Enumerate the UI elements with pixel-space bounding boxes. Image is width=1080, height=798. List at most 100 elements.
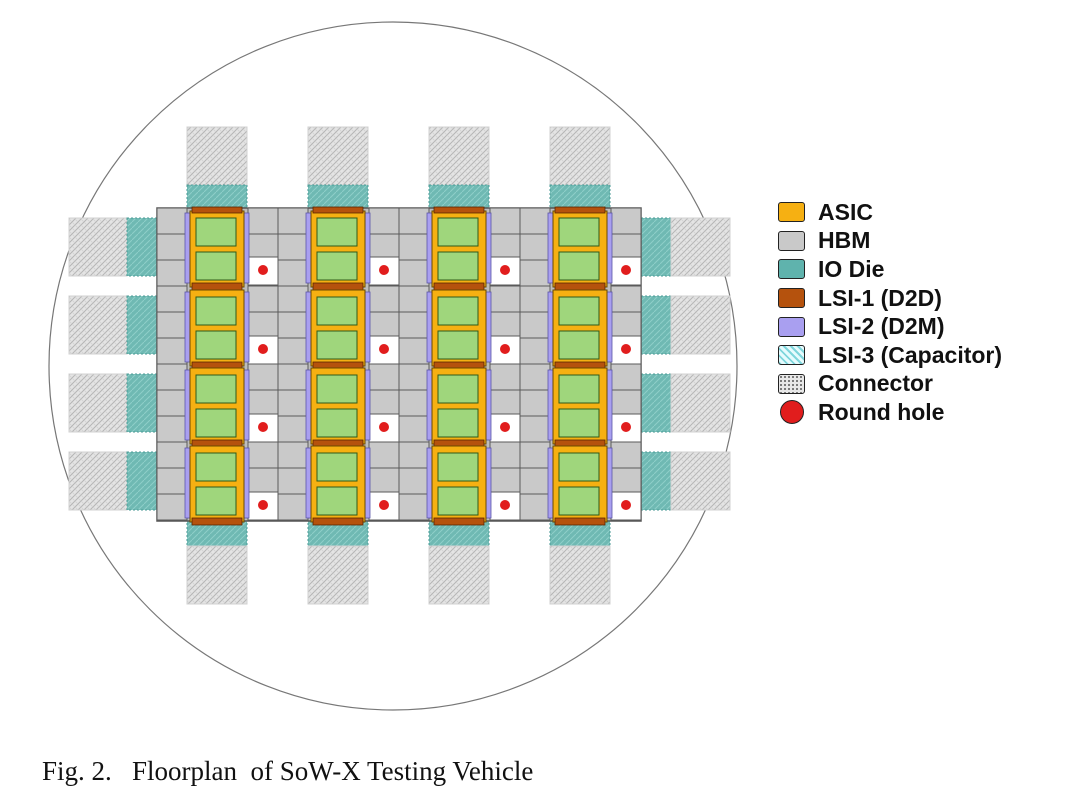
hbm-tile [519, 233, 551, 261]
hbm-tile [519, 441, 551, 469]
connector [670, 373, 731, 433]
legend-label: HBM [818, 227, 871, 254]
connector-swatch [778, 373, 805, 394]
hbm-tile [156, 493, 188, 521]
round-hole [379, 422, 389, 432]
lsi-1-bridge [554, 206, 606, 214]
hbm-tile [277, 233, 309, 261]
lsi-1-bridge [433, 282, 485, 291]
hbm-tile [519, 285, 551, 313]
connector [307, 126, 369, 186]
hbm-tile [489, 285, 521, 313]
round-hole [258, 422, 268, 432]
hbm-tile [519, 389, 551, 417]
round-hole [621, 344, 631, 354]
hbm-tile [368, 467, 400, 495]
connector [68, 217, 128, 277]
asic-compute-block [195, 251, 237, 281]
hbm-tile [277, 389, 309, 417]
asic-compute-block [558, 296, 600, 326]
hbm-tile [610, 233, 642, 261]
connector [68, 451, 128, 511]
connector [670, 451, 731, 511]
io-die-strip [640, 295, 672, 355]
hole-cell [489, 256, 521, 286]
hbm-tile [368, 389, 400, 417]
io-die-strip [126, 217, 159, 277]
hbm-tile [368, 207, 400, 235]
asic-compute-block [316, 486, 358, 516]
hbm-tile [247, 233, 279, 261]
legend-item: LSI-1 (D2D) [778, 284, 1002, 313]
legend-label: LSI-2 (D2M) [818, 313, 945, 340]
hbm-tile [489, 311, 521, 339]
asic-compute-block [316, 330, 358, 360]
round-hole [379, 265, 389, 275]
hbm-tile [398, 233, 430, 261]
round-hole [379, 500, 389, 510]
round-hole [500, 265, 510, 275]
legend-item: HBM [778, 227, 1002, 256]
hbm-tile [156, 467, 188, 495]
round-hole [500, 500, 510, 510]
hbm-tile [247, 363, 279, 391]
round-hole [500, 422, 510, 432]
io-die-strip [126, 295, 159, 355]
io-die-strip [640, 217, 672, 277]
hbm-tile [610, 285, 642, 313]
hbm-tile [610, 311, 642, 339]
hbm-tile [156, 441, 188, 469]
connector [428, 126, 490, 186]
asic-compute-block [558, 408, 600, 438]
legend-label: ASIC [818, 198, 873, 225]
hbm-tile [368, 285, 400, 313]
hbm-tile [519, 337, 551, 365]
hbm-tile [368, 441, 400, 469]
round-hole [621, 500, 631, 510]
connector [186, 545, 248, 605]
asic-compute-block [437, 296, 479, 326]
lsi-1-swatch [778, 288, 805, 309]
hbm-tile [156, 233, 188, 261]
asic-compute-block [316, 217, 358, 247]
hbm-tile [156, 311, 188, 339]
hbm-tile [489, 363, 521, 391]
lsi-1-bridge [191, 206, 243, 214]
round-hole [500, 344, 510, 354]
hbm-tile [398, 363, 430, 391]
asic-compute-block [558, 486, 600, 516]
connector [428, 545, 490, 605]
asic-compute-block [437, 251, 479, 281]
hbm-tile [519, 207, 551, 235]
hbm-swatch [778, 230, 805, 251]
hbm-tile [277, 285, 309, 313]
legend-label: LSI-3 (Capacitor) [818, 341, 1003, 368]
round-hole [379, 344, 389, 354]
asic-compute-block [195, 486, 237, 516]
hbm-tile [247, 311, 279, 339]
hbm-tile [398, 259, 430, 287]
hbm-tile [156, 259, 188, 287]
hbm-tile [277, 441, 309, 469]
legend-label: LSI-1 (D2D) [818, 284, 942, 311]
hbm-tile [398, 311, 430, 339]
hbm-tile [247, 207, 279, 235]
lsi-1-bridge [191, 282, 243, 291]
hbm-tile [277, 493, 309, 521]
hbm-tile [247, 441, 279, 469]
asic-compute-block [195, 452, 237, 482]
connector [670, 217, 731, 277]
legend-item: LSI-2 (D2M) [778, 312, 1002, 341]
legend-label: Round hole [818, 398, 945, 425]
round-hole [621, 422, 631, 432]
asic-compute-block [437, 217, 479, 247]
connector [68, 373, 128, 433]
hbm-tile [398, 337, 430, 365]
hbm-tile [398, 285, 430, 313]
hbm-tile [398, 389, 430, 417]
hbm-tile [398, 207, 430, 235]
connector [549, 545, 611, 605]
asic-compute-block [558, 452, 600, 482]
round-hole-swatch [780, 400, 804, 425]
